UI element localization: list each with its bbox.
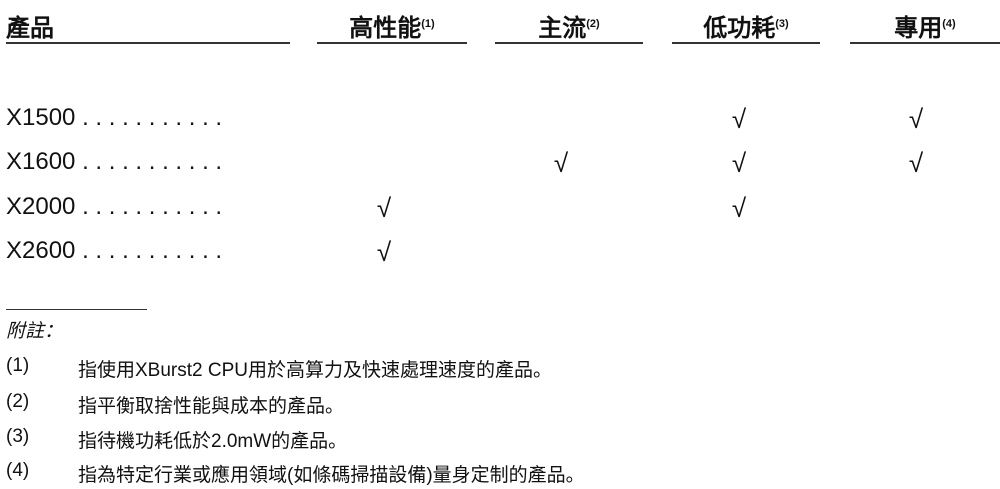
- check-mark-icon: √: [731, 193, 747, 223]
- check-mark-icon: √: [553, 148, 569, 178]
- product-name: X1600 . . . . . . . . . . .: [6, 148, 223, 175]
- header-high-performance: 高性能(1): [317, 8, 467, 44]
- table-row: X2600 . . . . . . . . . . . √: [6, 237, 1000, 267]
- header-low-power: 低功耗(3): [672, 8, 820, 44]
- header-product: 產品: [6, 8, 290, 44]
- footnote-text: 指為特定行業或應用領域(如條碼掃描設備)量身定制的產品。: [78, 465, 585, 486]
- check-mark-icon: √: [376, 237, 392, 267]
- header-note: (3): [775, 18, 789, 30]
- footnote-number: (2): [6, 391, 30, 412]
- footnote-number: (3): [6, 426, 30, 447]
- footnote-text: 指使用XBurst2 CPU用於高算力及快速處理速度的產品。: [78, 360, 552, 381]
- product-name: X2600 . . . . . . . . . . .: [6, 237, 223, 264]
- header-label: 主流: [538, 15, 587, 42]
- header-note: (2): [586, 18, 600, 30]
- product-name: X2000 . . . . . . . . . . .: [6, 193, 223, 220]
- check-mark-icon: √: [376, 193, 392, 223]
- check-mark-icon: √: [908, 104, 924, 134]
- product-name: X1500 . . . . . . . . . . .: [6, 104, 223, 131]
- table-row: X2000 . . . . . . . . . . . √ √: [6, 193, 1000, 223]
- footnote-text: 指平衡取捨性能與成本的產品。: [78, 396, 345, 417]
- footnote-number: (1): [6, 355, 30, 376]
- header-note: (1): [421, 18, 435, 30]
- check-mark-icon: √: [731, 148, 747, 178]
- header-label: 高性能: [349, 15, 422, 42]
- check-mark-icon: √: [908, 148, 924, 178]
- footnote-title: 附註：: [6, 321, 64, 342]
- footnote-number: (4): [6, 460, 30, 481]
- header-specialized: 專用(4): [850, 8, 1000, 44]
- check-mark-icon: √: [731, 104, 747, 134]
- table-row: X1600 . . . . . . . . . . . √ √ √: [6, 148, 1000, 178]
- header-mainstream: 主流(2): [495, 8, 643, 44]
- header-note: (4): [942, 18, 956, 30]
- footnote-divider: [6, 309, 147, 310]
- header-label: 產品: [6, 15, 54, 42]
- header-label: 低功耗: [703, 15, 776, 42]
- header-label: 專用: [894, 15, 943, 42]
- table-row: X1500 . . . . . . . . . . . √ √: [6, 104, 1000, 134]
- footnote-text: 指待機功耗低於2.0mW的產品。: [78, 431, 348, 452]
